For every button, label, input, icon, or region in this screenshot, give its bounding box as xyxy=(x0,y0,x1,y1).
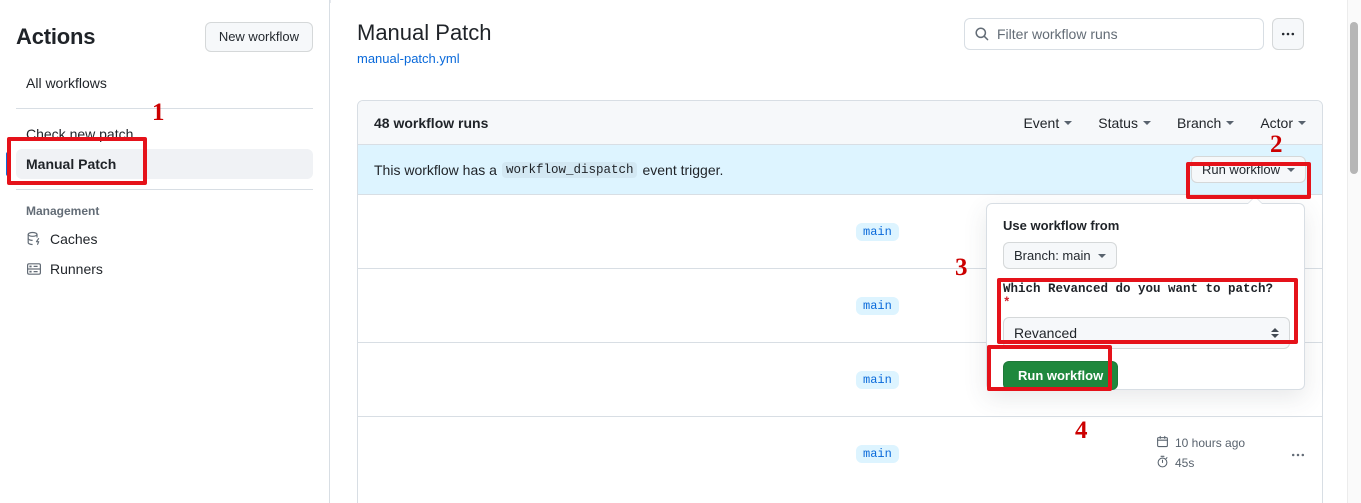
required-marker: * xyxy=(1003,296,1011,310)
filter-label: Actor xyxy=(1260,114,1293,131)
kebab-horizontal-icon xyxy=(1291,453,1305,457)
filter-label: Branch xyxy=(1176,114,1222,131)
sidebar-divider xyxy=(16,108,313,109)
chevron-down-icon xyxy=(1064,120,1073,125)
run-duration: 45s xyxy=(1156,455,1266,471)
search-box[interactable] xyxy=(964,18,1264,50)
sidebar-item-label: All workflows xyxy=(26,75,107,91)
sidebar-item-label: Caches xyxy=(50,231,98,247)
sidebar-item-runners[interactable]: Runners xyxy=(16,254,313,284)
sidebar-item-label: Manual Patch xyxy=(26,156,117,172)
workflow-input-label-text: Which Revanced do you want to patch? xyxy=(1003,282,1274,296)
use-workflow-from-label: Use workflow from xyxy=(1003,218,1120,233)
workflow-title: Manual Patch xyxy=(357,20,492,45)
search-icon xyxy=(974,26,990,47)
page-scrollbar-thumb[interactable] xyxy=(1350,22,1358,174)
workflow-runs-count: 48 workflow runs xyxy=(374,114,489,131)
run-timestamp: 10 hours ago xyxy=(1156,435,1266,451)
sidebar-item-check-new-patch[interactable]: Check new patch xyxy=(16,119,313,149)
run-workflow-submit-button[interactable]: Run workflow xyxy=(1003,361,1119,390)
workflow-runs-toolbar: 48 workflow runs Event Status Branch Act… xyxy=(358,101,1322,145)
sidebar-workflow-list: All workflows Check new patch Manual Pat… xyxy=(6,68,313,284)
search-input[interactable] xyxy=(997,19,1263,49)
branch-badge[interactable]: main xyxy=(856,371,899,389)
filter-actor[interactable]: Actor xyxy=(1260,115,1306,131)
run-workflow-popup: Use workflow from Branch: main Which Rev… xyxy=(986,196,1305,390)
run-workflow-dropdown-button[interactable]: Run workflow xyxy=(1190,156,1306,183)
kebab-horizontal-icon xyxy=(1281,32,1295,36)
select-updown-icon xyxy=(1270,324,1280,342)
branch-badge[interactable]: main xyxy=(856,445,899,463)
sidebar-item-all-workflows[interactable]: All workflows xyxy=(16,68,313,98)
run-timestamp-text: 10 hours ago xyxy=(1175,436,1246,450)
filter-label: Status xyxy=(1098,114,1138,131)
dispatch-event-code: workflow_dispatch xyxy=(501,161,638,178)
table-row[interactable]: main xyxy=(358,195,1322,269)
chevron-down-icon xyxy=(1097,253,1106,258)
sidebar-header: Actions New workflow xyxy=(16,0,313,52)
dispatch-prefix: This workflow has a xyxy=(374,161,497,178)
sidebar-item-label: Check new patch xyxy=(26,126,134,142)
main-header: Manual Patch manual-patch.yml xyxy=(331,0,1340,66)
run-workflow-popup-body: Use workflow from Branch: main Which Rev… xyxy=(987,204,1304,390)
filter-event[interactable]: Event xyxy=(1023,114,1073,131)
filter-status[interactable]: Status xyxy=(1098,115,1151,131)
revanced-select-value: Revanced xyxy=(1014,325,1078,341)
more-options-button[interactable] xyxy=(1272,18,1304,50)
branch-badge[interactable]: main xyxy=(856,223,899,241)
table-row[interactable]: main xyxy=(358,269,1322,343)
workflow-input-label: Which Revanced do you want to patch? * xyxy=(1003,282,1288,310)
sidebar-item-manual-patch[interactable]: Manual Patch xyxy=(6,149,313,179)
row-more-options-button[interactable] xyxy=(1290,447,1306,465)
page-title: Actions xyxy=(16,24,96,49)
branch-select-button[interactable]: Branch: main xyxy=(1003,242,1117,269)
sidebar-divider xyxy=(16,189,313,190)
new-workflow-button[interactable]: New workflow xyxy=(204,22,313,52)
filter-branch[interactable]: Branch xyxy=(1176,114,1235,131)
chevron-down-icon xyxy=(1298,120,1306,125)
chevron-down-icon xyxy=(1142,120,1151,125)
workflow-dispatch-banner: This workflow has a workflow_dispatch ev… xyxy=(358,145,1322,195)
workflow-input-select-wrap: Revanced xyxy=(1003,317,1290,349)
dispatch-message: This workflow has a workflow_dispatch ev… xyxy=(374,161,724,178)
sidebar-group-management-label: Management xyxy=(26,204,100,218)
filter-label: Event xyxy=(1023,114,1060,131)
chevron-down-icon xyxy=(1287,167,1295,172)
chevron-down-icon xyxy=(1271,334,1279,338)
workflow-file-link[interactable]: manual-patch.yml xyxy=(357,51,460,66)
run-meta: 10 hours ago 45s xyxy=(1156,435,1266,475)
branch-badge[interactable]: main xyxy=(856,297,899,315)
table-row[interactable]: main 10 hours ago xyxy=(358,417,1322,491)
page-scrollbar-track[interactable] xyxy=(1347,0,1361,503)
calendar-icon xyxy=(1156,435,1169,451)
runners-icon xyxy=(26,261,42,277)
dispatch-suffix: event trigger. xyxy=(642,161,724,178)
branch-select-value: Branch: main xyxy=(1014,248,1091,263)
chevron-down-icon xyxy=(1226,120,1235,125)
run-workflow-button-label: Run workflow xyxy=(1201,162,1280,177)
stopwatch-icon xyxy=(1156,455,1169,471)
sidebar: Actions New workflow All workflows Check… xyxy=(0,0,330,503)
chevron-up-icon xyxy=(1271,328,1279,332)
filter-group: Event Status Branch Actor xyxy=(1023,115,1306,131)
sidebar-item-label: Runners xyxy=(50,261,103,277)
revanced-select[interactable]: Revanced xyxy=(1003,317,1290,349)
sidebar-item-caches[interactable]: Caches xyxy=(16,224,313,254)
cache-icon xyxy=(26,231,42,247)
run-duration-text: 45s xyxy=(1175,456,1195,470)
search-area xyxy=(964,18,1304,50)
